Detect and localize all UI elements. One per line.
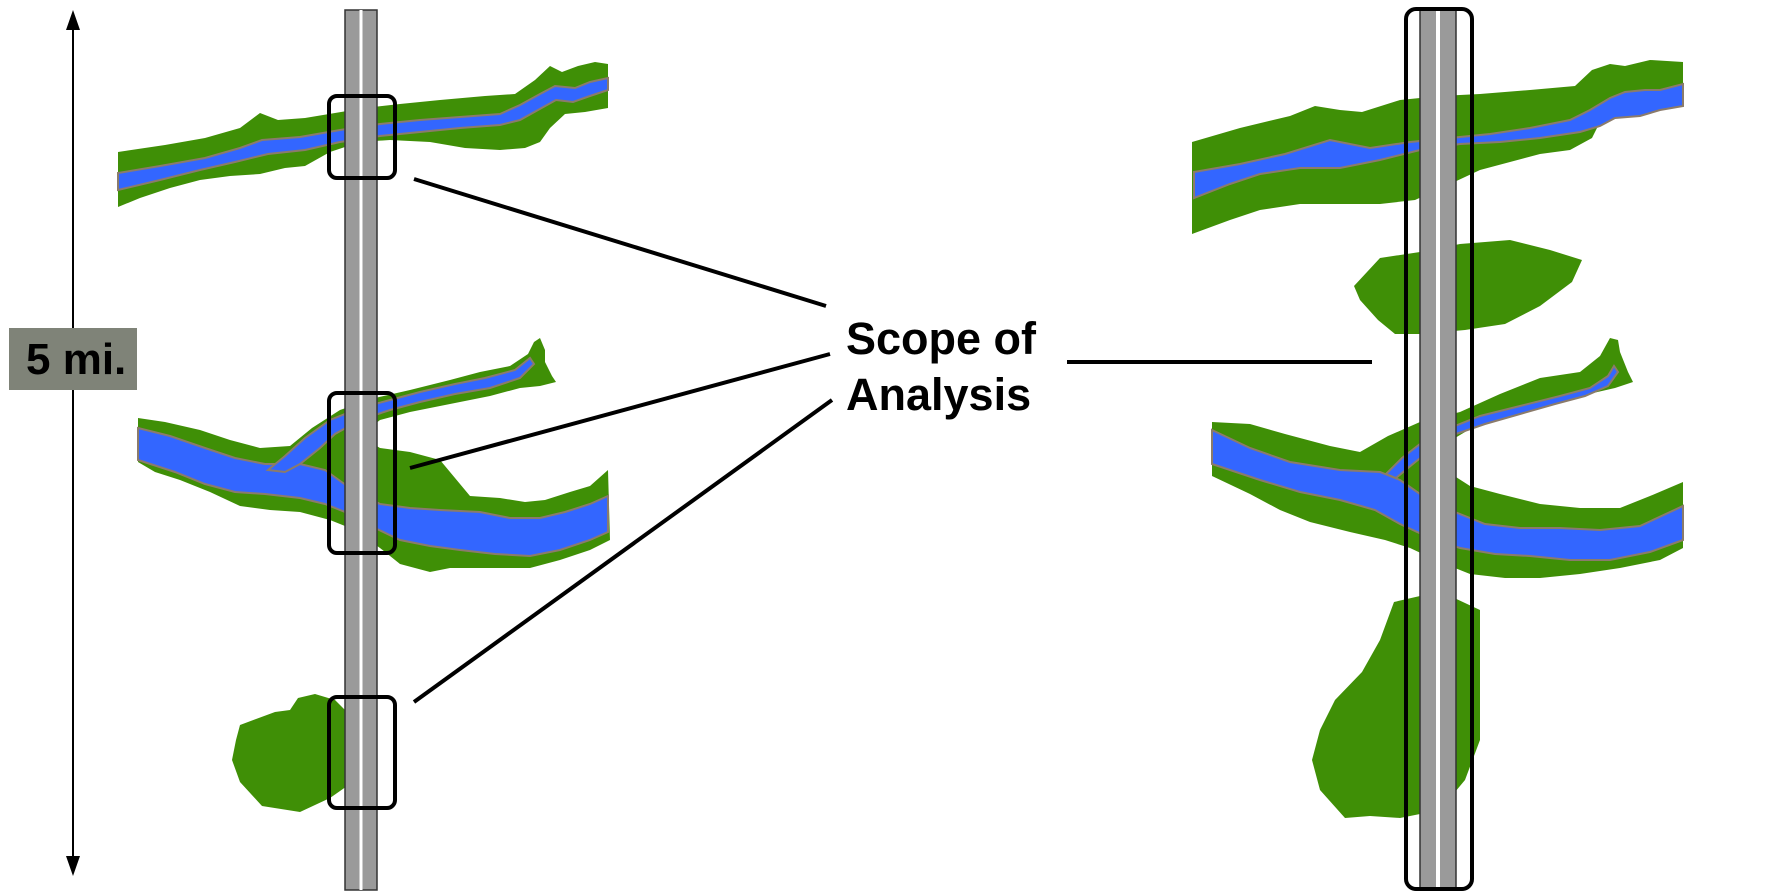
- right-upper-wetland: [1354, 240, 1582, 334]
- leader-line-bottom: [412, 398, 834, 704]
- scope-callout: Scope of Analysis: [846, 313, 1037, 420]
- right-map-panel: [1192, 7, 1684, 891]
- right-road: [1419, 9, 1457, 891]
- left-crossing-box-bottom: [327, 695, 397, 810]
- right-corridor-box: [1404, 7, 1474, 891]
- leader-lines: [409, 177, 1372, 704]
- left-bottom-wetland: [232, 694, 370, 812]
- scale-arrow-top-icon: [66, 10, 80, 30]
- left-crossing-box-middle: [327, 391, 397, 555]
- leader-line-top: [413, 177, 827, 308]
- scale-label-box: [9, 328, 137, 390]
- scale-bar: 5 mi.: [9, 10, 137, 876]
- callout-line-1: Scope of: [846, 313, 1037, 364]
- left-crossing-box-top: [327, 94, 397, 180]
- scale-arrow-bottom-icon: [66, 856, 80, 876]
- left-middle-water: [137, 426, 609, 558]
- leader-line-middle: [409, 352, 831, 470]
- callout-line-2: Analysis: [846, 369, 1031, 420]
- scale-label: 5 mi.: [26, 335, 126, 384]
- left-map-panel: [117, 9, 610, 891]
- left-road: [344, 9, 378, 891]
